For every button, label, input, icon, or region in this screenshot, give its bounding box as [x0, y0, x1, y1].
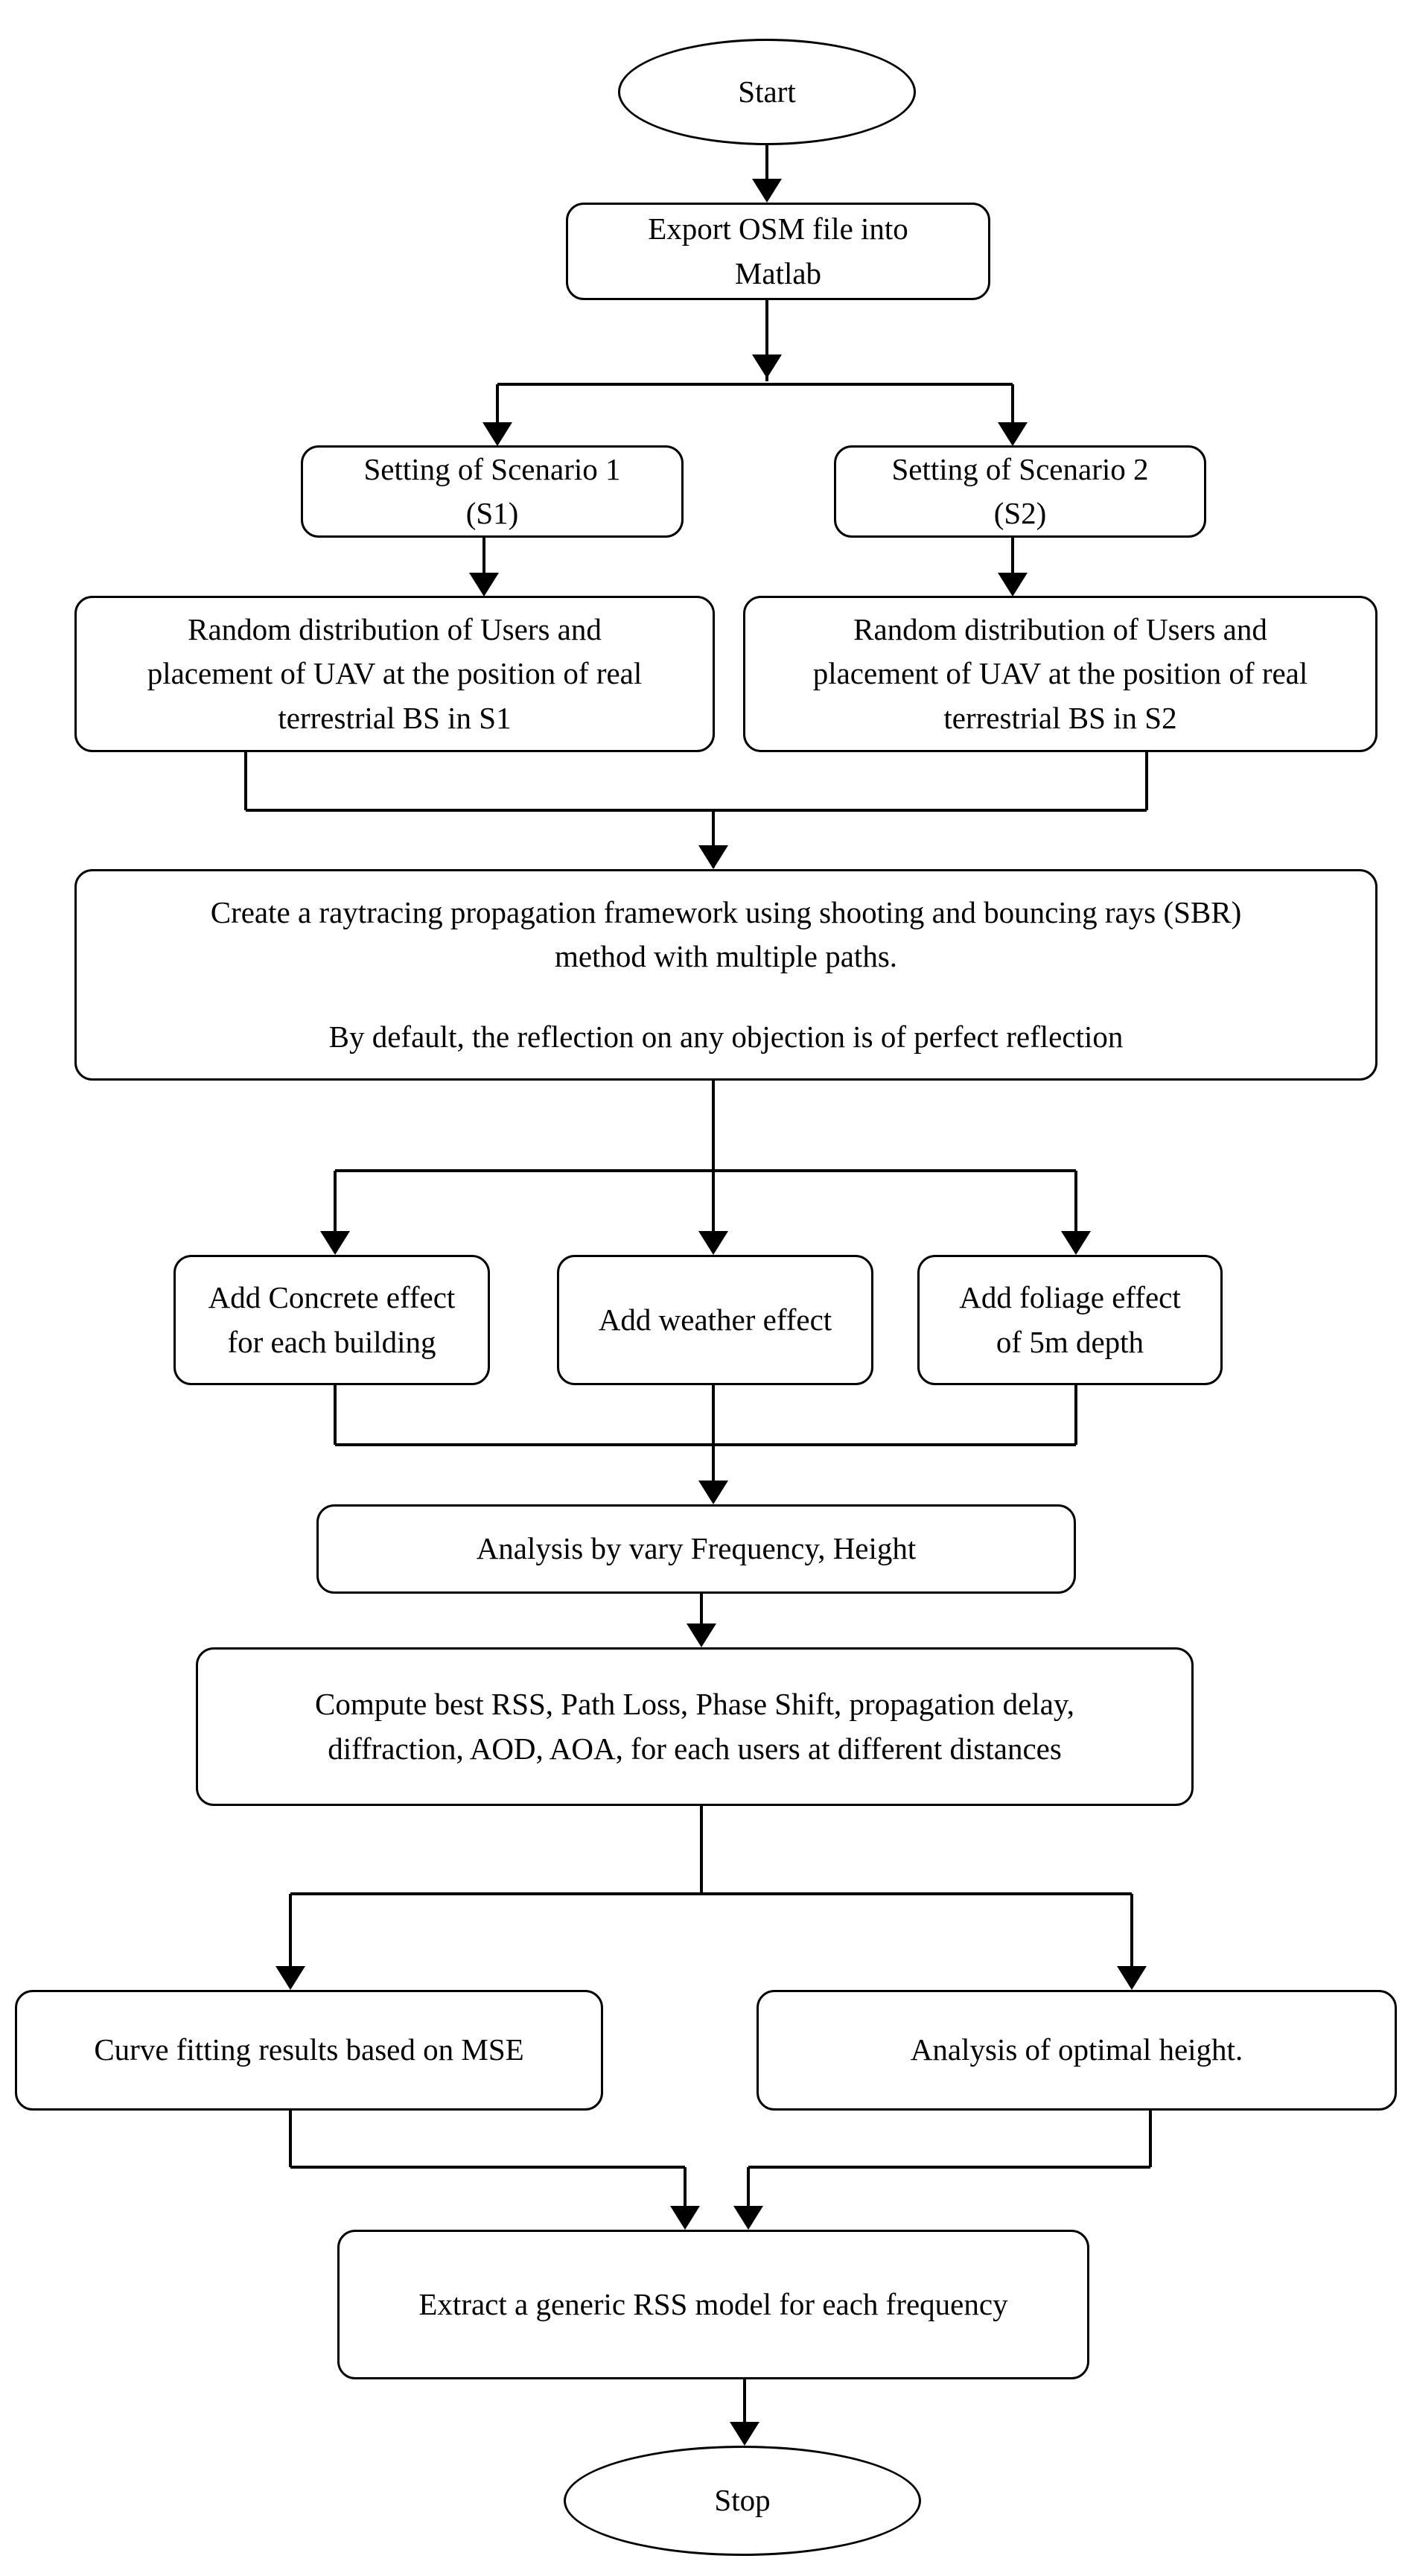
arrowhead	[1117, 1966, 1147, 1990]
random-s1-line-2: placement of UAV at the position of real	[147, 656, 643, 691]
export-osm-line-2: Matlab	[734, 255, 822, 290]
arrowhead	[482, 422, 512, 446]
curve-fitting-label: Curve fitting results based on MSE	[94, 2032, 524, 2067]
compute-line-2: diffraction, AOD, AOA, for each users at…	[328, 1731, 1062, 1766]
random-s1-line-1: Random distribution of Users and	[188, 611, 602, 646]
random-distribution-s2-box: Random distribution of Users and placeme…	[743, 596, 1377, 752]
stop-label: Stop	[714, 2483, 771, 2518]
arrowhead	[670, 2206, 700, 2230]
export-osm-box: Export OSM file into Matlab	[566, 203, 990, 300]
raytracing-line-3: By default, the reflection on any object…	[328, 1019, 1124, 1054]
concrete-line-1: Add Concrete effect	[208, 1280, 456, 1315]
arrowhead	[1061, 1231, 1091, 1255]
random-s2-line-1: Random distribution of Users and	[853, 611, 1267, 646]
scenario-1-box: Setting of Scenario 1 (S1)	[301, 445, 684, 538]
stop-node: Stop	[564, 2446, 921, 2556]
arrowhead	[275, 1966, 305, 1990]
weather-label: Add weather effect	[598, 1302, 832, 1337]
compute-metrics-box: Compute best RSS, Path Loss, Phase Shift…	[196, 1647, 1194, 1806]
scenario-2-line-2: (S2)	[993, 496, 1047, 530]
arrowhead	[752, 179, 782, 203]
foliage-effect-box: Add foliage effect of 5m depth	[917, 1255, 1223, 1385]
export-osm-line-1: Export OSM file into	[648, 212, 908, 247]
concrete-effect-box: Add Concrete effect for each building	[173, 1255, 490, 1385]
compute-line-1: Compute best RSS, Path Loss, Phase Shift…	[314, 1687, 1074, 1722]
raytracing-framework-box: Create a raytracing propagation framewor…	[74, 869, 1377, 1081]
raytracing-line-2: method with multiple paths.	[554, 939, 898, 974]
scenario-1-line-2: (S1)	[465, 496, 519, 530]
analysis-vary-box: Analysis by vary Frequency, Height	[316, 1504, 1076, 1594]
raytracing-line-1: Create a raytracing propagation framewor…	[210, 894, 1242, 929]
optimal-height-box: Analysis of optimal height.	[757, 1990, 1397, 2111]
curve-fitting-box: Curve fitting results based on MSE	[15, 1990, 603, 2111]
extract-model-box: Extract a generic RSS model for each fre…	[337, 2230, 1089, 2379]
start-label: Start	[738, 74, 796, 109]
scenario-1-line-1: Setting of Scenario 1	[363, 451, 621, 486]
concrete-line-2: for each building	[227, 1324, 436, 1359]
start-node: Start	[618, 39, 916, 145]
arrowhead	[698, 1481, 728, 1504]
foliage-line-1: Add foliage effect	[959, 1280, 1181, 1315]
optimal-height-label: Analysis of optimal height.	[910, 2032, 1243, 2067]
weather-effect-box: Add weather effect	[557, 1255, 873, 1385]
arrowhead	[998, 422, 1028, 446]
scenario-2-line-1: Setting of Scenario 2	[891, 451, 1149, 486]
arrowhead	[320, 1231, 350, 1255]
random-s1-line-3: terrestrial BS in S1	[278, 700, 512, 735]
scenario-2-box: Setting of Scenario 2 (S2)	[834, 445, 1206, 538]
arrowhead	[733, 2206, 763, 2230]
extract-label: Extract a generic RSS model for each fre…	[418, 2286, 1008, 2321]
analysis-vary-label: Analysis by vary Frequency, Height	[476, 1531, 917, 1566]
random-s2-line-3: terrestrial BS in S2	[943, 700, 1177, 735]
foliage-line-2: of 5m depth	[996, 1324, 1144, 1359]
random-distribution-s1-box: Random distribution of Users and placeme…	[74, 596, 715, 752]
random-s2-line-2: placement of UAV at the position of real	[812, 656, 1308, 691]
arrowhead	[698, 845, 728, 869]
